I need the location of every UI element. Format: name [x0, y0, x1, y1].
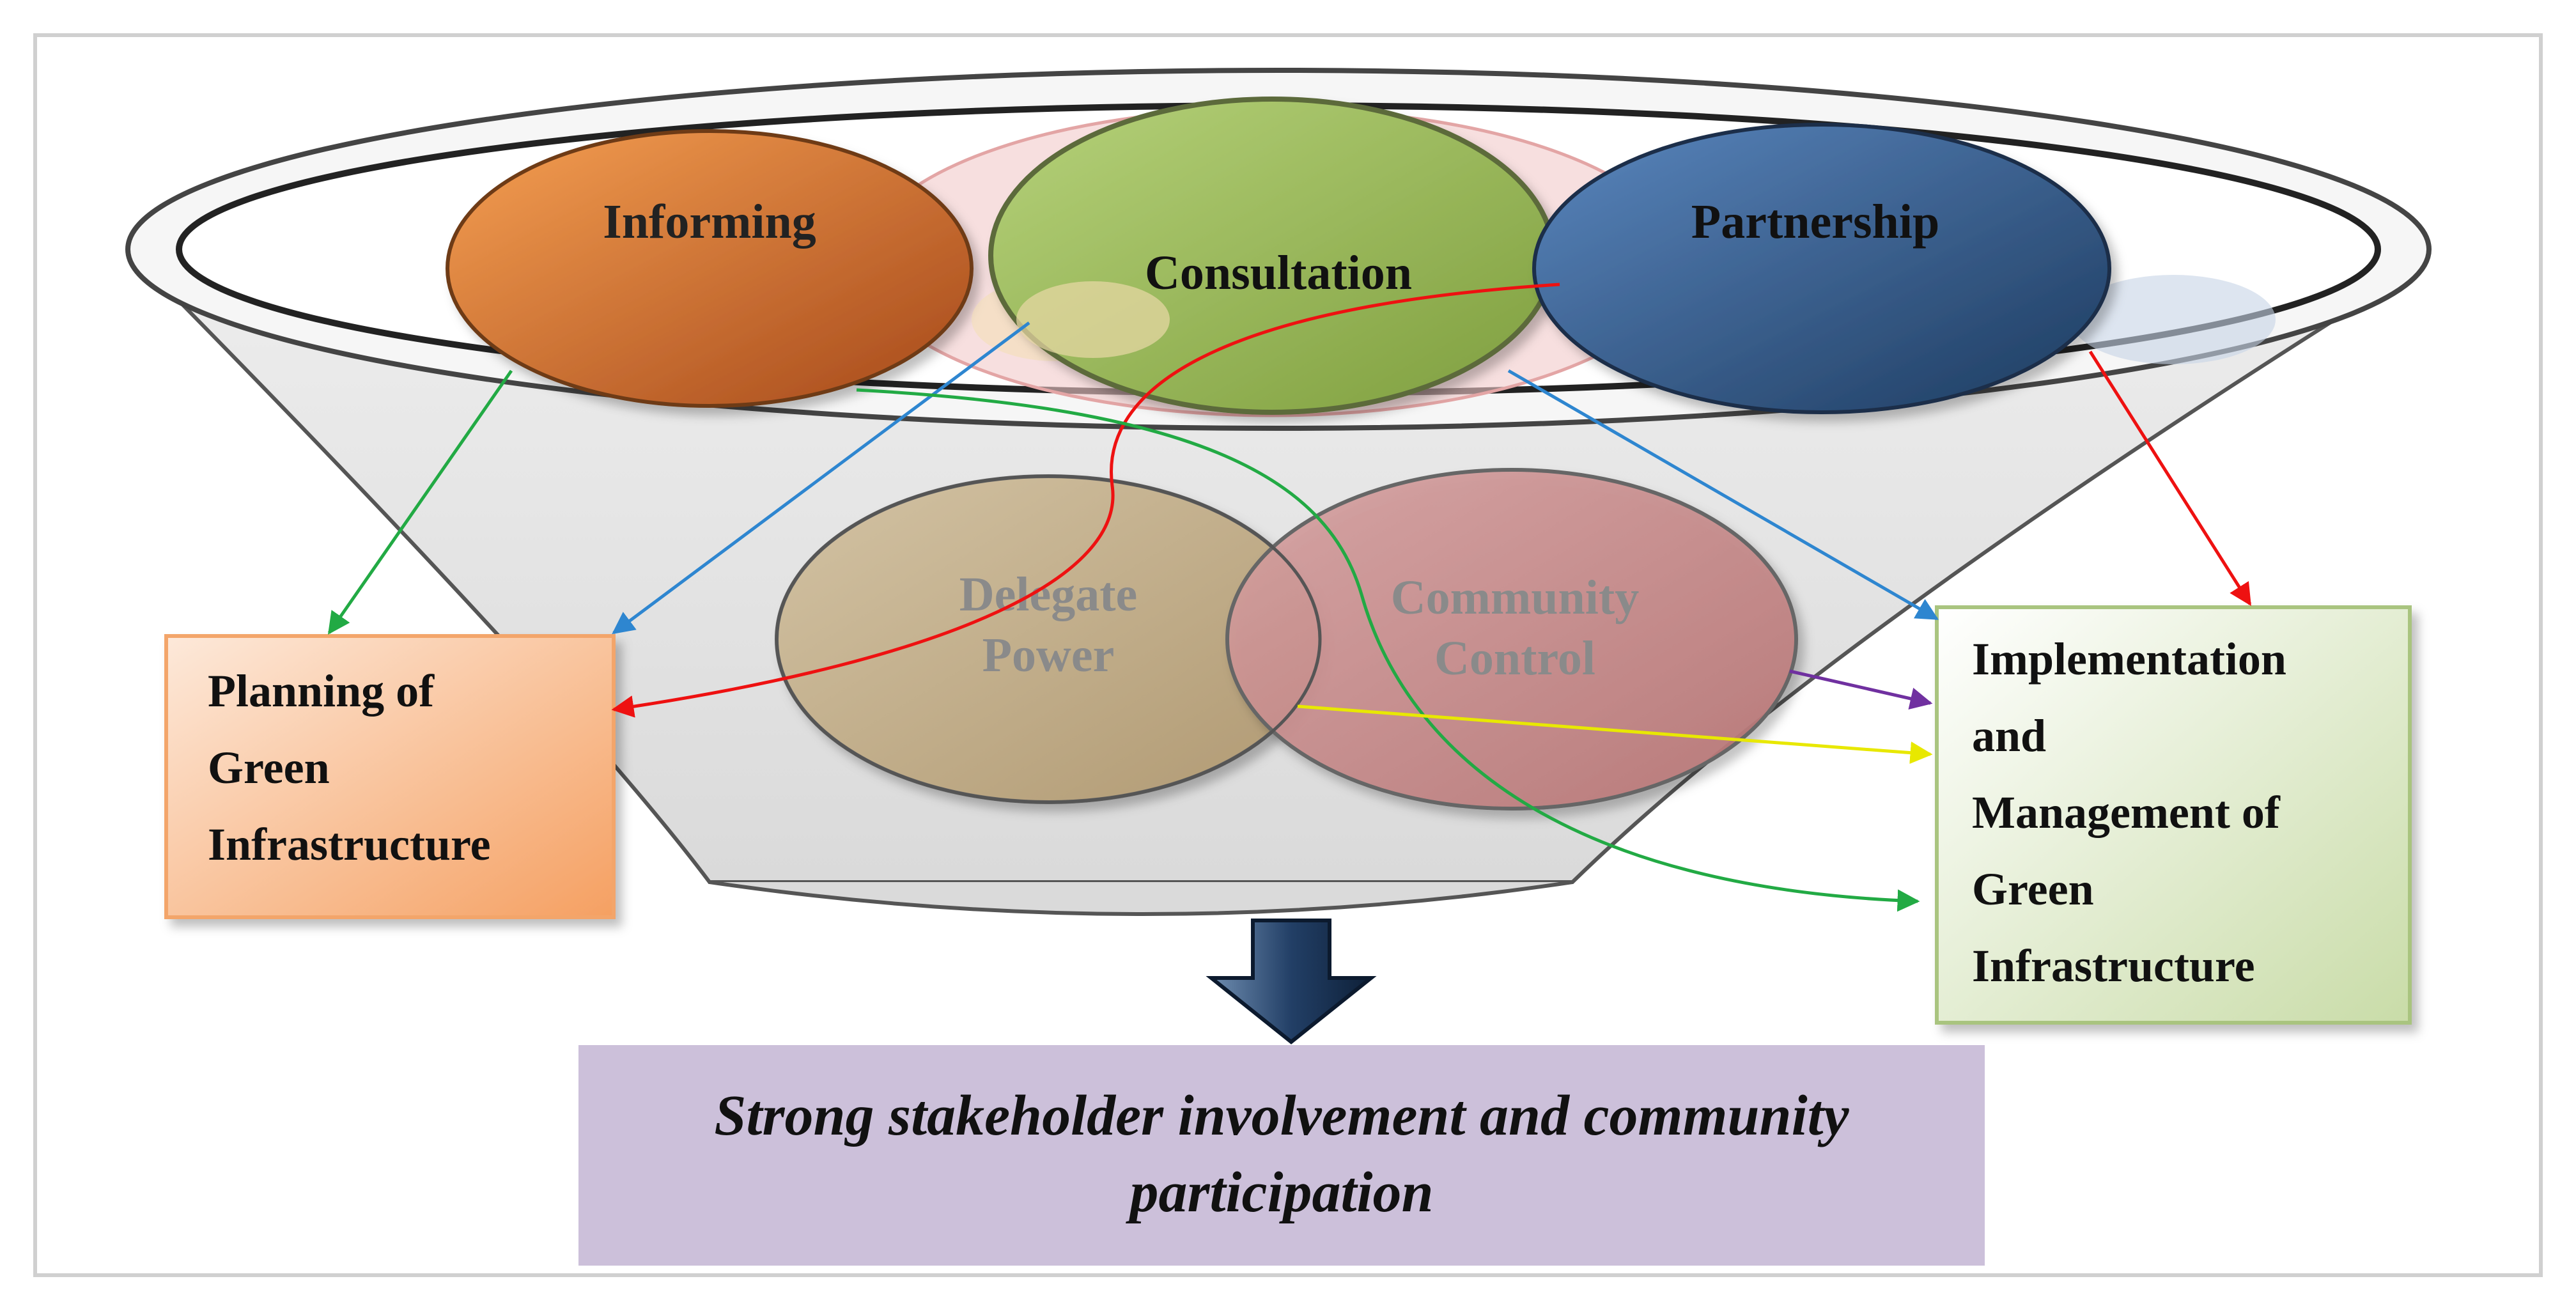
arrow-delegate-power-to-implementation — [1297, 704, 1933, 764]
arrow-informing-to-implementation — [856, 388, 1920, 912]
planning-box-line2: Green — [208, 742, 330, 793]
implementation-box-line4: Green — [1972, 864, 2094, 915]
community-control-label-line2: Control — [1434, 632, 1595, 685]
partnership-label: Partnership — [1691, 195, 1939, 249]
down-arrow-icon — [1206, 919, 1377, 1044]
arrow-consultation-to-planning — [612, 321, 1030, 635]
arrow-consultation-to-implementation — [1507, 369, 1939, 621]
arrow-partnership-to-planning — [611, 283, 1560, 718]
implementation-box-line2: and — [1972, 710, 2046, 761]
consultation-highlight — [1016, 281, 1170, 358]
outcome-line2: participation — [1125, 1161, 1433, 1224]
planning-box-line1: Planning of — [208, 665, 435, 717]
outcome-line1: Strong stakeholder involvement and commu… — [714, 1084, 1849, 1147]
consultation-label: Consultation — [1145, 246, 1412, 300]
delegate-power-label-line2: Power — [982, 628, 1115, 682]
informing-circle — [446, 129, 974, 408]
implementation-box-line1: Implementation — [1972, 633, 2286, 685]
informing-label: Informing — [603, 195, 816, 249]
funnel-neck — [709, 880, 1573, 916]
implementation-box-line3: Management of — [1972, 787, 2281, 838]
community-control-label-line1: Community — [1391, 571, 1639, 624]
planning-box — [164, 634, 616, 919]
delegate-power-outline — [775, 474, 1322, 804]
planning-box-line3: Infrastructure — [208, 819, 491, 870]
partnership-circle — [1532, 123, 2111, 414]
delegate-power-label-line1: Delegate — [959, 568, 1138, 621]
partnership-shadow-blob — [2071, 275, 2276, 364]
implementation-box-line5: Infrastructure — [1972, 940, 2255, 991]
outcome-box — [578, 1045, 1985, 1266]
implementation-box — [1935, 605, 2412, 1025]
community-control-circle — [1225, 468, 1798, 811]
arrow-informing-to-planning — [327, 369, 513, 635]
arrow-community-control-to-implementation — [1789, 669, 1933, 710]
arrow-partnership-to-implementation — [2088, 350, 2252, 606]
